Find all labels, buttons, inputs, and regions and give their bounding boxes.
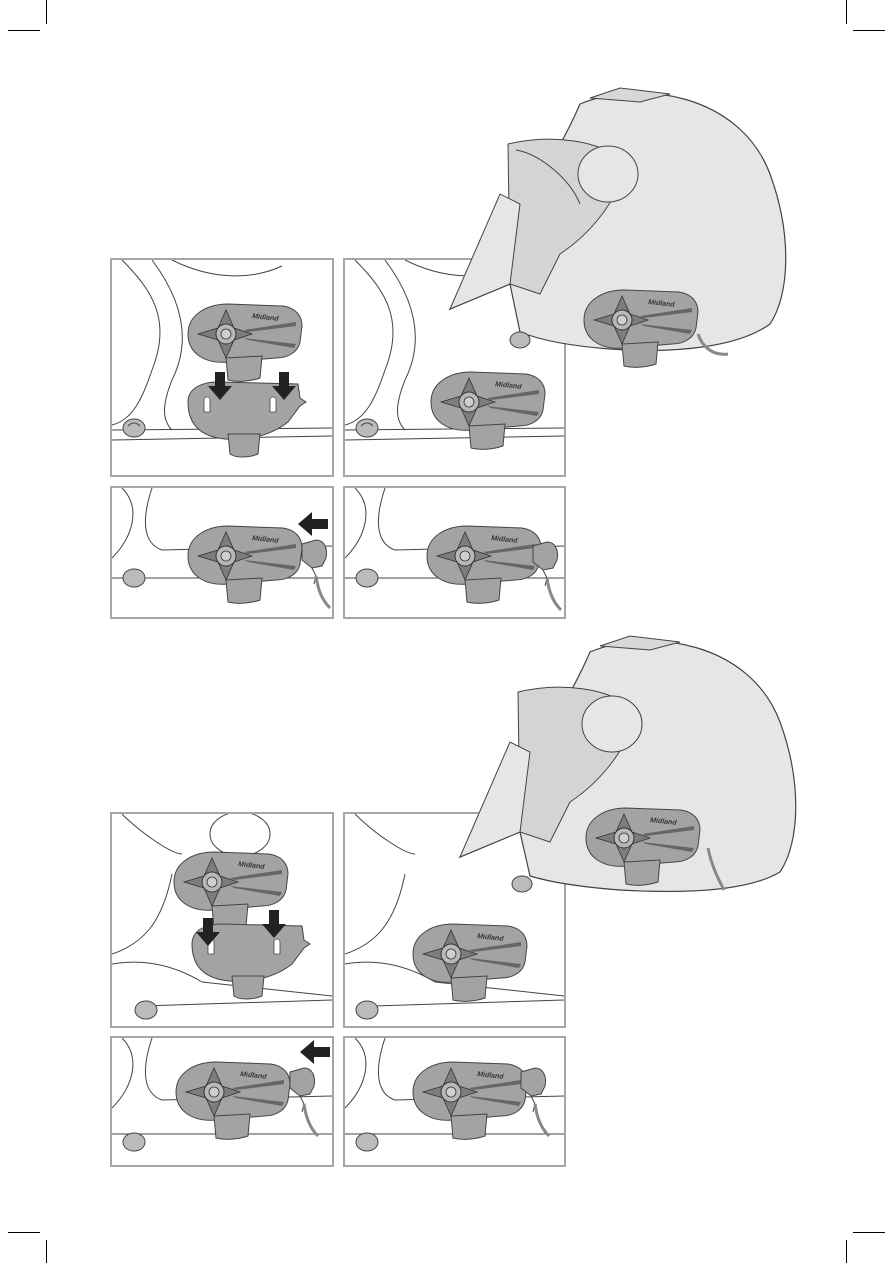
panel-b4-cable-connected [343,1036,566,1167]
helmet-illustration-b [458,635,797,893]
crop-mark-tr-h [853,30,885,31]
panel-a1-place-base [110,258,334,477]
intercom-device [187,303,303,382]
crop-mark-br-v [846,1240,847,1263]
audio-plug [300,538,332,610]
intercom-device [426,525,542,604]
panel-a4-cable-connected [343,486,566,619]
intercom-device [175,1061,291,1140]
crop-mark-br-h [853,1232,885,1233]
crop-mark-tl-h [8,30,40,31]
audio-plug [531,540,563,612]
helmet-illustration-a [448,87,787,368]
crop-mark-tl-v [46,0,47,24]
intercom-device [412,1061,528,1140]
intercom-device [187,525,303,604]
crop-mark-bl-v [46,1240,47,1263]
audio-plug [288,1066,320,1138]
arrow-left-icon [298,512,328,536]
arrow-left-icon [300,1040,330,1064]
panel-a3-plug-cable [110,486,334,619]
panel-b1-place-base [110,812,334,1028]
audio-plug [519,1066,551,1138]
panel-b3-plug-cable [110,1036,334,1167]
crop-mark-bl-h [8,1232,40,1233]
crop-mark-tr-v [846,0,847,24]
